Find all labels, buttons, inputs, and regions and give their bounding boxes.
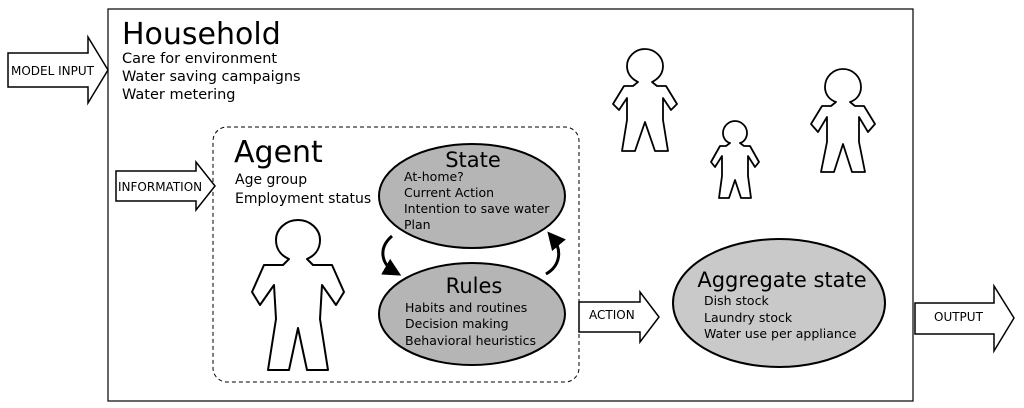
agent-line-2: Employment status <box>235 191 371 207</box>
aggregate-state-ellipse <box>672 238 886 368</box>
information-label: INFORMATION <box>118 180 202 194</box>
household-line-2: Water saving campaigns <box>122 69 301 85</box>
state-line-2: Current Action <box>404 185 494 200</box>
action-label: ACTION <box>589 308 635 322</box>
rules-to-state-arrow <box>545 231 566 276</box>
aggregate-title: Aggregate state <box>697 268 866 292</box>
household-line-1: Care for environment <box>122 51 277 67</box>
state-line-3: Intention to save water <box>404 201 550 216</box>
state-line-4: Plan <box>404 217 431 232</box>
rules-title: Rules <box>446 274 503 298</box>
output-label: OUTPUT <box>934 310 984 324</box>
information-arrow <box>115 159 216 213</box>
aggregate-line-1: Dish stock <box>704 293 769 308</box>
model-input-arrow <box>7 34 109 106</box>
agent-figure-icon <box>251 219 345 371</box>
rules-line-3: Behavioral heuristics <box>405 333 536 348</box>
household-title: Household <box>122 17 281 52</box>
rules-line-1: Habits and routines <box>405 300 527 315</box>
output-arrow <box>914 283 1015 354</box>
state-ellipse <box>378 143 566 249</box>
household-line-3: Water metering <box>122 87 236 103</box>
agent-line-1: Age group <box>235 172 307 188</box>
agent-box <box>212 126 580 383</box>
child-figure-icon <box>710 120 760 199</box>
person-figure-2-icon <box>810 68 876 173</box>
rules-ellipse <box>378 262 566 366</box>
agent-title: Agent <box>234 135 323 170</box>
state-to-rules-arrow <box>381 234 402 276</box>
state-title: State <box>445 148 501 172</box>
rules-line-2: Decision making <box>405 316 509 331</box>
model-input-label: MODEL INPUT <box>11 64 95 78</box>
aggregate-line-3: Water use per appliance <box>704 326 857 341</box>
action-arrow <box>578 289 660 345</box>
state-line-1: At-home? <box>404 169 464 184</box>
aggregate-line-2: Laundry stock <box>704 310 793 325</box>
person-figure-icon <box>612 48 678 152</box>
